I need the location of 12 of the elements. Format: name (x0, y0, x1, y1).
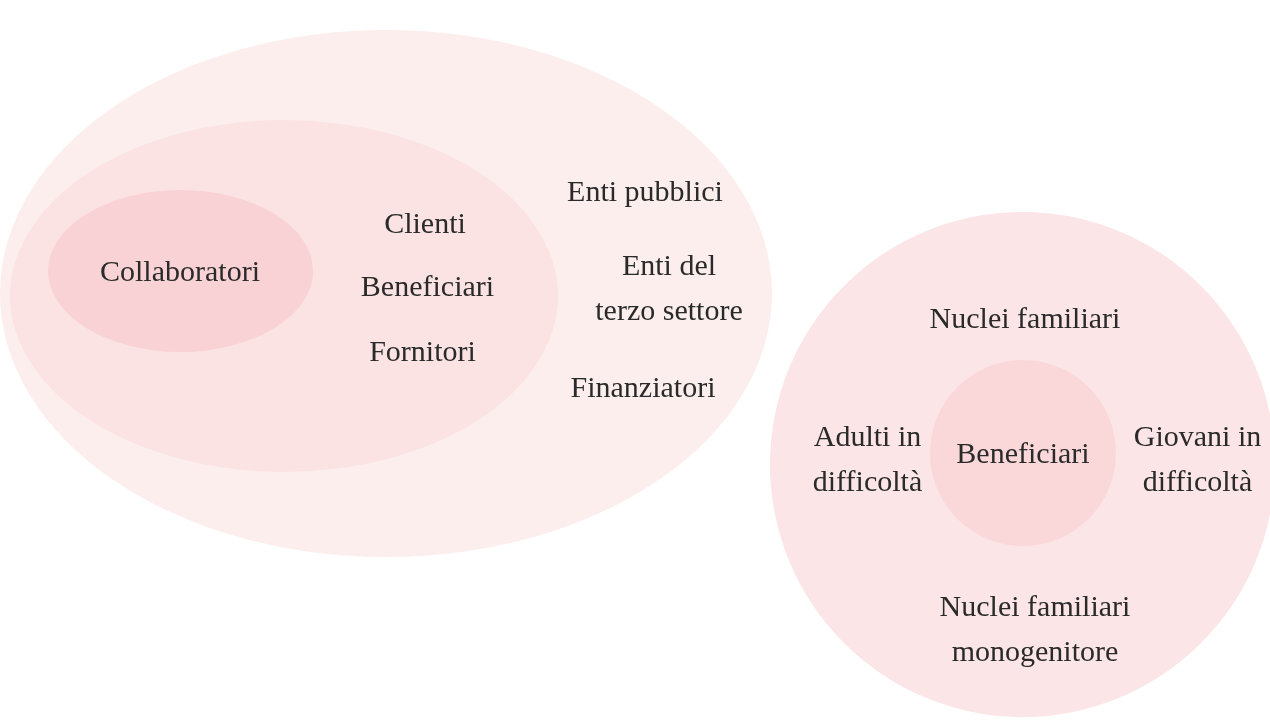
region-label: Clienti (383, 205, 467, 241)
region-label: Nuclei familiari monogenitore (938, 588, 1132, 669)
region-label: Nuclei familiari (928, 300, 1122, 336)
region-label: Enti pubblici (566, 173, 724, 209)
region-label: Finanziatori (569, 369, 717, 405)
region-label: Collaboratori (99, 253, 261, 289)
region-label: Fornitori (368, 333, 477, 369)
region-label: Adulti in difficoltà (811, 418, 924, 499)
region-label: Beneficiari (955, 435, 1091, 471)
region-label: Beneficiari (359, 268, 496, 304)
region-label: Giovani in difficoltà (1132, 418, 1263, 499)
region-label: Enti del terzo settore (594, 247, 744, 328)
